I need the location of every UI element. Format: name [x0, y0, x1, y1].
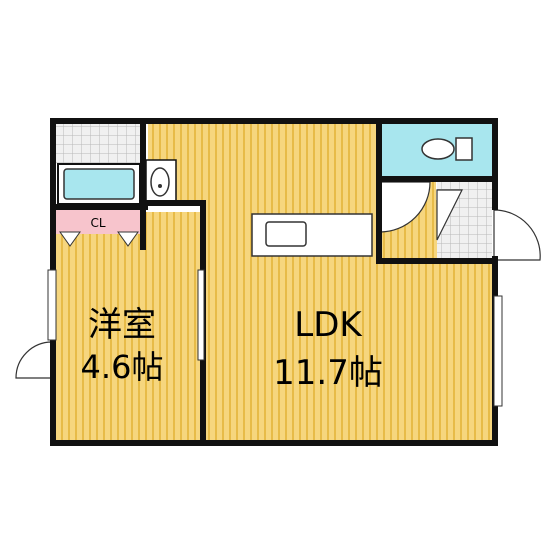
closet-label: CL: [90, 216, 105, 230]
western-room-floor: [56, 212, 202, 440]
toilet-icon: [421, 137, 473, 161]
door-swing-icon-right: [493, 209, 541, 261]
door-swing-icon: [379, 181, 463, 241]
ldk-floor: [148, 124, 376, 204]
ldk-name: LDK: [294, 305, 363, 345]
western-room-name: 洋室: [88, 305, 156, 345]
door-swing-icon-left: [15, 341, 53, 379]
sink-icon: [145, 159, 177, 205]
window-icon: [47, 269, 503, 407]
bath-area-floor: [56, 124, 144, 164]
bathtub-icon: [57, 163, 141, 205]
western-room-size: 4.6帖: [81, 348, 164, 386]
ldk-size: 11.7帖: [273, 353, 383, 393]
closet: CL: [56, 210, 140, 247]
kitchen-counter-icon: [251, 213, 373, 257]
